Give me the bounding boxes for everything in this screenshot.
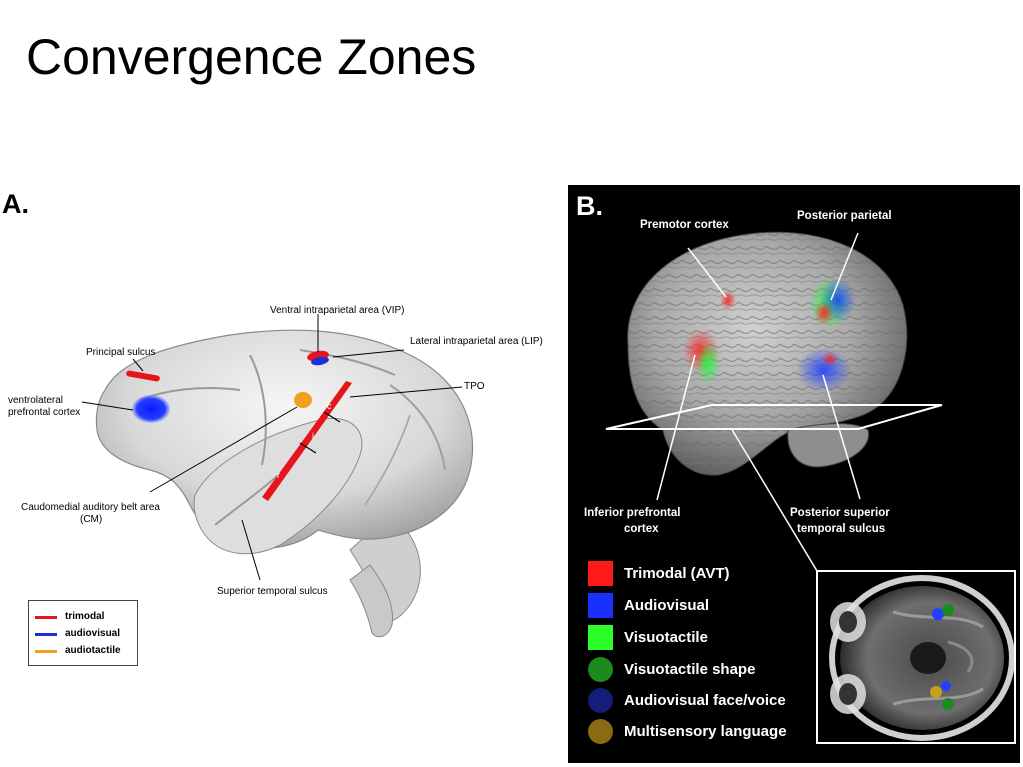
legend-swatch-audiotactile bbox=[35, 650, 57, 653]
legend-swatch-audiovisual-b bbox=[588, 593, 613, 618]
legend-swatch-trimodal-avt bbox=[588, 561, 613, 586]
label-principal-sulcus: Principal sulcus bbox=[86, 347, 156, 358]
principal-sulcus-trimodal-mark bbox=[126, 370, 160, 382]
label-i: i bbox=[312, 431, 314, 441]
slide-title: Convergence Zones bbox=[26, 29, 477, 85]
label-sts: Superior temporal sulcus bbox=[217, 586, 328, 597]
panel-a-monkey-brain: A. bbox=[0, 185, 565, 767]
label-vip: Ventral intraparietal area (VIP) bbox=[270, 305, 405, 316]
vip-lip-marks bbox=[311, 356, 329, 366]
label-c: c bbox=[327, 401, 332, 411]
label-premotor-cortex: Premotor cortex bbox=[640, 219, 729, 231]
label-vlpfc-line1: ventrolateral bbox=[8, 395, 64, 406]
label-tpo: TPO bbox=[464, 381, 485, 392]
legend-swatch-trimodal bbox=[35, 616, 57, 619]
human-brain-illustration bbox=[605, 231, 943, 572]
label-cm-line1: Caudomedial auditory belt area bbox=[21, 502, 160, 513]
legend-swatch-multisensory-language bbox=[588, 719, 613, 744]
legend-swatch-audiovisual bbox=[35, 633, 57, 636]
legend-swatch-visuotactile bbox=[588, 625, 613, 650]
label-inferior-prefrontal-line2: cortex bbox=[624, 523, 659, 535]
cm-audiotactile-mark bbox=[294, 392, 312, 408]
panel-b-human-brain: B. bbox=[568, 185, 1020, 763]
vlpfc-audiovisual-mark bbox=[132, 395, 170, 423]
label-posterior-parietal: Posterior parietal bbox=[797, 210, 892, 222]
legend-swatch-audiovisual-face-voice bbox=[588, 688, 613, 713]
panel-a-letter: A. bbox=[2, 189, 29, 219]
legend-swatch-visuotactile-shape bbox=[588, 657, 613, 682]
label-vlpfc-line2: prefrontal cortex bbox=[8, 407, 81, 418]
label-posterior-sts-line1: Posterior superior bbox=[790, 507, 890, 519]
monkey-brain-illustration bbox=[81, 314, 474, 638]
label-inferior-prefrontal-line1: Inferior prefrontal bbox=[584, 507, 681, 519]
axial-mri-inset bbox=[816, 570, 1016, 744]
sts-trimodal-band bbox=[262, 381, 352, 501]
label-r: r bbox=[277, 470, 280, 480]
panel-a-legend: trimodal audiovisual audiotactile bbox=[28, 600, 138, 666]
axial-plane-outline bbox=[605, 404, 943, 430]
label-cm-line2: (CM) bbox=[80, 514, 103, 525]
label-lip: Lateral intraparietal area (LIP) bbox=[410, 336, 543, 347]
panel-b-letter: B. bbox=[576, 191, 603, 221]
label-posterior-sts-line2: temporal sulcus bbox=[797, 523, 886, 535]
axial-slice-image bbox=[829, 575, 1014, 741]
